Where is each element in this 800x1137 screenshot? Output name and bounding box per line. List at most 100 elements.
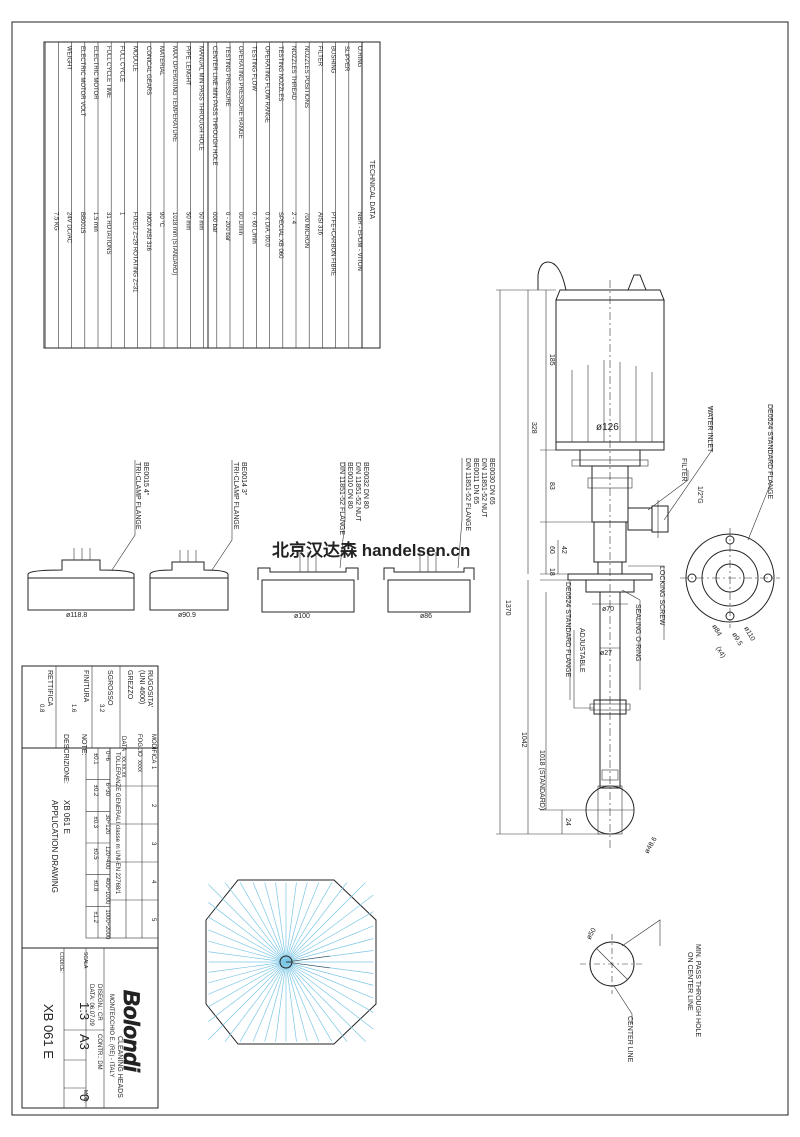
flange-be0032-be0010: ø100 BE0032 DN 80 DIN 11851-52 NUT BE001… <box>257 462 369 620</box>
dim-x4: (x4) <box>714 646 726 660</box>
dim-83: 83 <box>548 482 555 490</box>
roughness-08: 0.8 <box>38 704 44 713</box>
spray-ray <box>285 961 308 1042</box>
spray-ray <box>285 961 297 1042</box>
rettifica-label: RETTIFICA <box>46 670 53 706</box>
standard-flange-top-view: DE0524 STANDARD FLANGE ø84 ø9.5 (x4) ø11… <box>680 404 780 659</box>
tech-row-value: 90 °C <box>158 212 164 228</box>
dim-84: ø84 <box>710 624 722 638</box>
flange-dia: ø86 <box>420 613 432 620</box>
spray-ray <box>285 882 348 963</box>
tol-range: 1000÷2000 <box>104 909 110 940</box>
flange-type: DIN 11851-52 NUT <box>480 458 487 518</box>
tech-row-value: SPECIAL XB 060 <box>277 212 283 259</box>
spray-ray <box>285 911 374 963</box>
callout-min-pass: MIN. PASS THROUGH HOLE <box>694 944 701 1037</box>
rev-2: 2 <box>150 804 156 808</box>
tech-row-label: TESTING NOZZLES <box>277 46 283 101</box>
flange-code: BE0010 DN 80 <box>346 462 353 509</box>
spray-ray <box>285 925 374 963</box>
foglio-value: xxxx <box>136 760 142 772</box>
tech-row-label: BUSHING <box>330 46 336 74</box>
spray-ray <box>208 961 287 984</box>
spray-ray <box>208 961 287 1040</box>
spray-ray <box>264 882 287 963</box>
flange-code: BE0015 4" <box>142 462 149 496</box>
spray-ray <box>285 961 348 1042</box>
spray-ray <box>208 961 287 1008</box>
modifica-label: MODIFICA <box>150 734 156 763</box>
technical-data-title: TECHNICAL DATA <box>368 160 375 219</box>
spray-ray <box>285 961 374 1013</box>
tol-value: ±1.2 <box>92 911 98 923</box>
spray-ray <box>285 938 374 963</box>
spray-ray <box>208 916 287 963</box>
tech-row-value: 700 MICRON <box>303 212 309 248</box>
scale-value: 1:3 <box>77 1002 92 1020</box>
flange-type: DIN 11851-52 FLANGE <box>338 462 345 535</box>
tech-row-value: 7.5 KG <box>52 212 58 231</box>
flange-type: DIN 11851-52 NUT <box>354 462 361 522</box>
spray-ray <box>208 951 287 963</box>
rev-1: 1 <box>150 766 156 770</box>
tech-row-value: NBR - EPDM - VITON <box>356 212 362 271</box>
tech-row-label: NOZZLES THREAD <box>290 46 296 101</box>
cleaning-head-side-view: ø126 1370 328 185 <box>496 261 713 855</box>
callout-on-center: ON CENTER LINE <box>686 952 693 1011</box>
dim-1042: 1042 <box>520 732 527 748</box>
tech-row-value: 0 x DIA. 00.0 <box>264 212 270 247</box>
spray-ray <box>224 961 287 1042</box>
spray-ray <box>252 961 287 1042</box>
code-value: XB 061 E <box>41 1004 56 1059</box>
spray-pattern-view <box>205 879 377 1045</box>
tech-row-label: SLIPPER <box>343 46 349 72</box>
dim-185: 185 <box>548 354 555 366</box>
dim-9-5: ø9.5 <box>730 632 743 648</box>
spray-ray <box>264 961 287 1042</box>
tech-row-value: 24V DC/AC <box>66 212 72 244</box>
tech-row-label: PIPE LENGHT <box>184 46 190 86</box>
spray-ray <box>239 882 287 963</box>
spray-ray <box>208 929 287 963</box>
dim-1018: 1018 (STANDARD) <box>538 750 545 810</box>
finitura-label: FINITURA <box>82 670 89 703</box>
callout-center-line: CENTER LINE <box>626 1016 633 1063</box>
spray-ray <box>239 961 287 1042</box>
spray-ray <box>285 961 374 999</box>
description-code: XB 061 E <box>62 800 71 834</box>
foglio-label: FOGLIO <box>136 734 142 757</box>
roughness-16: 1.6 <box>70 704 76 713</box>
tech-row-label: MODULE <box>132 46 138 72</box>
sheet-format: A3 <box>77 1034 92 1050</box>
flange-dia: ø90.9 <box>178 612 196 619</box>
tech-row-value: 000 bar <box>211 212 217 232</box>
sgrosso-label: SGROSSO <box>106 670 113 706</box>
spray-ray <box>285 882 366 963</box>
tech-row-label: MATERIAL <box>158 46 164 76</box>
tech-row-value: AISI 316 <box>316 212 322 236</box>
flange-dia: ø118.8 <box>66 612 87 619</box>
dim-42: 42 <box>560 546 567 554</box>
tech-row-value: 1018 mm (STANDARD) <box>171 212 177 275</box>
flange-dia: ø100 <box>294 613 310 620</box>
scala-label: SCALA <box>82 952 88 969</box>
tol-range: 0÷6 <box>104 751 110 762</box>
uni-label: (UNI 4600) <box>138 670 145 704</box>
tech-row-label: FULL CYCLE <box>118 46 124 82</box>
rugosita-label: RUGOSITA' <box>146 670 153 707</box>
callout-flange-top: DE0524 STANDARD FLANGE <box>766 404 773 500</box>
tech-row-value: 31 ROTATIONS <box>105 212 111 254</box>
callout-adjustable: ADJUSTABLE <box>578 628 585 673</box>
tech-row-label: FULL CYCLE TIME <box>105 46 111 98</box>
watermark: 北京汉达森 handelsen.cn <box>272 540 470 560</box>
spray-ray <box>208 961 287 973</box>
pass-through-hole-view: ø50 MIN. PASS THROUGH HOLE ON CENTER LIN… <box>580 919 701 1063</box>
callout-sealing-oring: SEALING O-RING <box>634 604 641 662</box>
tech-row-value: 00 L/min <box>237 212 243 235</box>
dim-60: 60 <box>548 546 555 554</box>
tech-row-value: 1.5 min <box>92 212 98 232</box>
tech-row-label: WEIGHT <box>66 46 72 70</box>
tol-range: 400÷1000 <box>104 878 110 905</box>
dim-27: ø27 <box>600 650 612 657</box>
